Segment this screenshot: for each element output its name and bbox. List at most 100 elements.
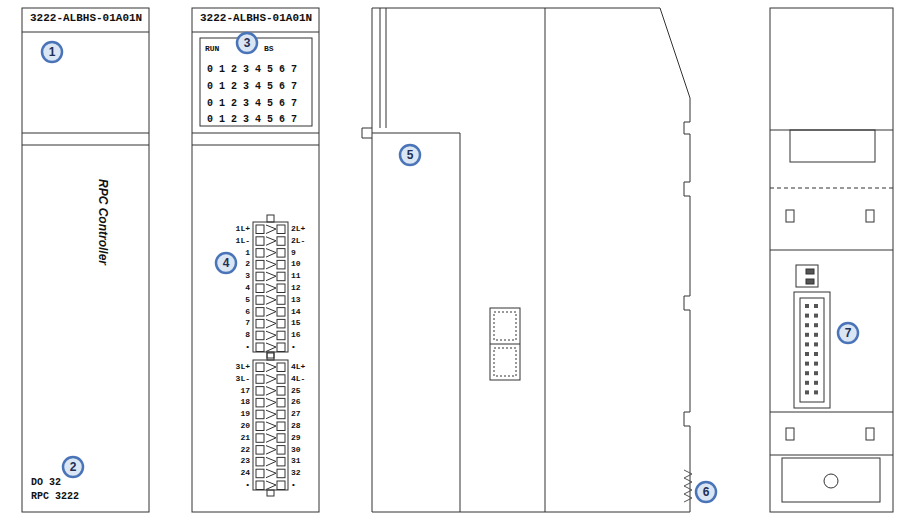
- led-row: 0 1 2 3 4 5 6 7: [207, 115, 297, 125]
- rear-line: [770, 412, 893, 413]
- terminal-screw: [256, 296, 264, 305]
- callout-number: 4: [223, 257, 230, 269]
- led-row: 0 1 2 3 4 5 6 7: [207, 65, 297, 75]
- terminal-clamp: [266, 434, 276, 443]
- terminal-opening: [277, 469, 285, 478]
- terminal-clamp: [266, 319, 276, 328]
- connector-pin: [805, 390, 809, 394]
- terminal-clamp: [266, 422, 276, 431]
- cover-line: [22, 133, 149, 134]
- terminal-pin-name: 4L+: [291, 363, 305, 371]
- rear-connector-pins: [805, 304, 818, 394]
- side-rail: [380, 8, 381, 128]
- led-heading: BS: [264, 45, 274, 53]
- terminal-tab: [267, 353, 274, 360]
- rear-slot: [786, 428, 794, 440]
- terminal-clamp: [266, 249, 276, 258]
- terminal-clamp: [266, 375, 276, 384]
- connector-pin: [805, 381, 809, 385]
- terminal-opening: [277, 398, 285, 407]
- terminal-pin-name: 24: [240, 469, 250, 477]
- terminal-clamp: [266, 363, 276, 372]
- connector-pin: [805, 304, 809, 308]
- terminal-opening: [277, 446, 285, 455]
- terminal-pin-name: 21: [240, 434, 250, 442]
- terminal-clamp: [266, 469, 276, 478]
- terminal-screw: [256, 237, 264, 246]
- rear-line: [770, 250, 893, 251]
- terminal-opening: [277, 434, 285, 443]
- terminal-opening: [277, 296, 285, 305]
- header-line: [192, 32, 319, 33]
- terminal-screw: [256, 363, 264, 372]
- terminal-pin-name: 20: [240, 422, 250, 430]
- terminal-pin-name: 2L+: [291, 225, 305, 233]
- connector-pin: [805, 314, 809, 318]
- front-cover-outline: [22, 8, 149, 512]
- terminal-clamp: [266, 296, 276, 305]
- module-code: 3222-ALBHS-01A01N: [200, 13, 312, 24]
- din-spring: [684, 470, 692, 502]
- terminal-pin-name: 4: [245, 284, 250, 292]
- terminal-pin-name: 27: [291, 410, 301, 418]
- terminal-opening: [277, 410, 285, 419]
- terminal-clamp: [266, 343, 276, 352]
- terminal-opening: [277, 331, 285, 340]
- terminal-pin-name: 13: [291, 296, 301, 304]
- terminal-screw: [256, 260, 264, 269]
- connector-pin: [814, 333, 818, 337]
- rear-slot: [866, 210, 874, 222]
- led-row: 0 1 2 3 4 5 6 7: [207, 99, 297, 109]
- terminal-pin-name: •: [245, 481, 250, 489]
- terminal-opening: [277, 272, 285, 281]
- terminal-opening: [277, 308, 285, 317]
- terminal-pin-name: 4L-: [291, 375, 305, 383]
- side-rail: [386, 8, 387, 128]
- terminal-opening: [277, 481, 285, 490]
- terminal-pin-name: •: [291, 481, 296, 489]
- terminal-block: [253, 360, 288, 490]
- terminal-pin-name: 3: [245, 272, 250, 280]
- product-name: RPC Controller: [97, 179, 109, 265]
- terminal-pin-name: 1L-: [236, 237, 250, 245]
- connector-pin: [814, 352, 818, 356]
- terminal-clamp: [266, 225, 276, 234]
- terminal-clamp: [266, 410, 276, 419]
- terminal-pin-name: 14: [291, 308, 301, 316]
- terminal-opening: [277, 387, 285, 396]
- terminal-pin-name: 10: [291, 260, 301, 268]
- connector-pin: [814, 381, 818, 385]
- terminal-clamp: [266, 260, 276, 269]
- bus-connector: [494, 312, 516, 340]
- rear-dashed-line: [770, 188, 893, 189]
- cover-line: [192, 145, 319, 146]
- terminal-pin-name: 23: [240, 457, 250, 465]
- terminal-screw: [256, 272, 264, 281]
- terminal-opening: [277, 249, 285, 258]
- terminal-pin-name: 29: [291, 434, 301, 442]
- cover-edge: [372, 133, 460, 512]
- rear-slot: [866, 428, 874, 440]
- terminal-opening: [277, 422, 285, 431]
- connector-pin: [805, 333, 809, 337]
- front-open-outline: [192, 8, 319, 512]
- terminal-screw: [256, 387, 264, 396]
- terminal-opening: [277, 319, 285, 328]
- callout-number: 5: [407, 149, 414, 161]
- terminal-pin-name: 16: [291, 331, 301, 339]
- rear-latch: [790, 130, 875, 162]
- led-row: 0 1 2 3 4 5 6 7: [207, 82, 297, 92]
- terminal-pin-name: 32: [291, 469, 301, 477]
- rear-hole: [824, 474, 838, 488]
- terminal-opening: [277, 260, 285, 269]
- led-heading: RUN: [205, 45, 219, 53]
- terminal-screw: [256, 249, 264, 258]
- terminal-pin-name: 3L-: [236, 375, 250, 383]
- rear-connector: [794, 292, 830, 408]
- terminal-pin-name: •: [245, 343, 250, 351]
- terminal-screw: [256, 331, 264, 340]
- module-code: 3222-ALBHS-01A01N: [30, 13, 142, 24]
- terminal-screw: [256, 410, 264, 419]
- terminal-pin-name: 18: [240, 398, 250, 406]
- connector-pin: [814, 314, 818, 318]
